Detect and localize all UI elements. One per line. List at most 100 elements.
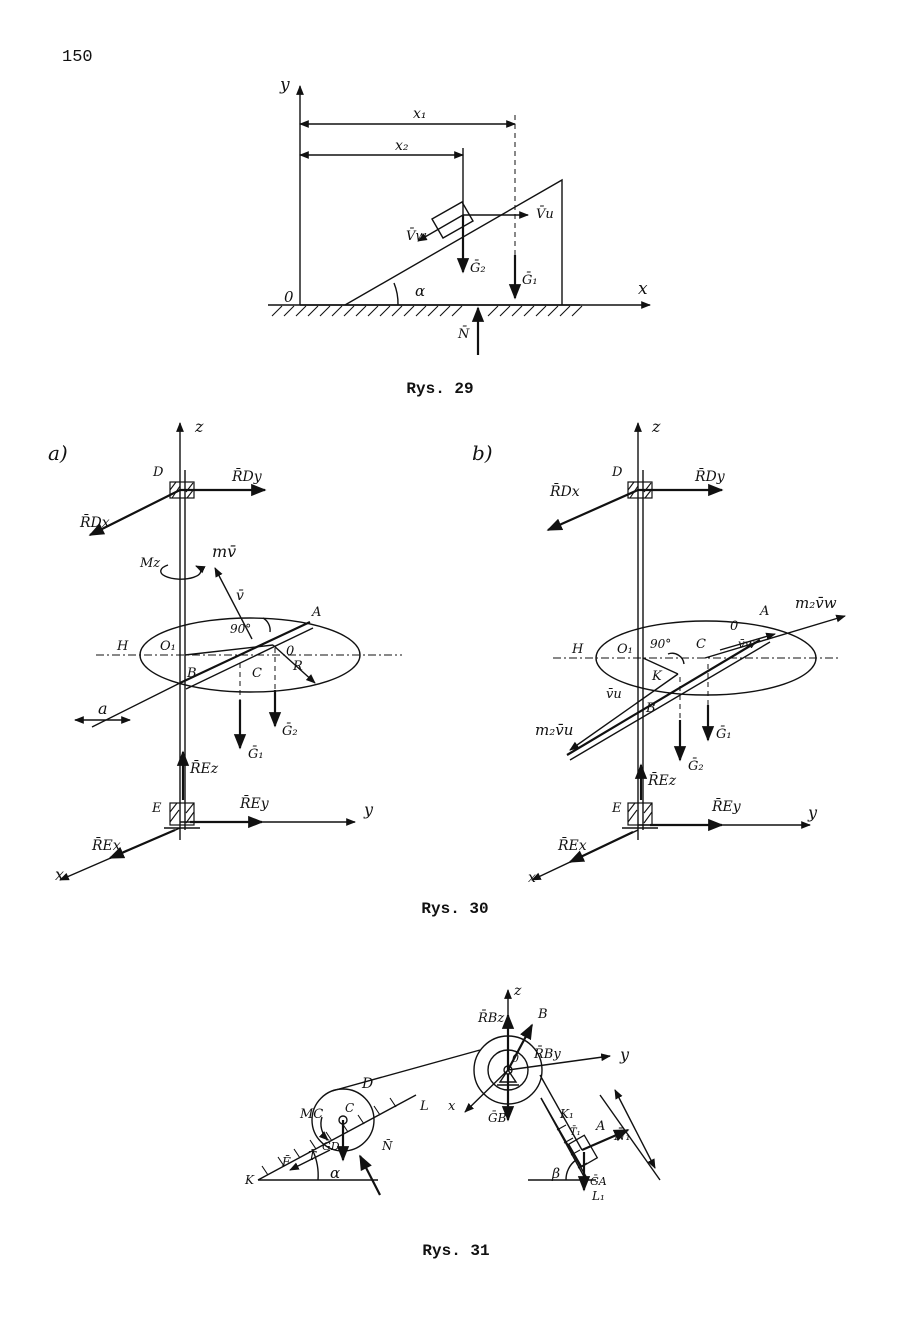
fig30a-label-h: H (116, 639, 129, 654)
fig31-label-t1: T̄₁ (570, 1126, 581, 1138)
fig30b-m2vu-arrow (569, 673, 679, 751)
fig31-label-a-pt: A (595, 1119, 605, 1134)
fig31-alpha-arc (312, 1150, 319, 1181)
fig31-f-arrow (289, 1149, 331, 1171)
fig30a-label-e: E (151, 801, 162, 816)
fig29-label-x2: x₂ (395, 138, 409, 154)
fig30b-label-x: x (528, 870, 536, 886)
fig29-label-g1: Ḡ₁ (522, 272, 538, 288)
fig31-y-axis (507, 1053, 611, 1071)
fig30a-label-d: D (152, 465, 164, 480)
fig30b-label-c: C (696, 637, 706, 652)
fig30a-label-a-dim: a (98, 699, 108, 718)
fig31-label-alpha: α (330, 1164, 340, 1182)
fig30a-label-o: 0 (286, 644, 294, 659)
fig30a-label-mz: Mz (139, 556, 160, 571)
fig30b-label-rdy: R̄Dy (694, 467, 726, 485)
fig30a-mz-arc (160, 564, 206, 580)
fig30b-label-z: z (651, 417, 661, 436)
fig31-label-ga: ḠA (590, 1174, 607, 1188)
fig30b-tag: b) (472, 441, 493, 465)
fig31-label-b: B (537, 1007, 548, 1022)
fig30b-label-m2vw: m₂v̄w (795, 594, 837, 612)
fig30b-label-b: B (645, 701, 656, 716)
fig31-label-z: z (513, 983, 522, 999)
fig30a-bearing-e (164, 802, 200, 829)
fig30a-label-x: x (55, 865, 64, 884)
fig30a-label-rdy: R̄Dy (231, 467, 263, 485)
fig29-label-x1: x₁ (413, 106, 427, 122)
fig31-right-incline-hatch (556, 1124, 588, 1169)
fig30a-rdx-arrow (88, 489, 181, 536)
fig30a-label-g1: Ḡ₁ (248, 746, 264, 762)
fig29-ground-hatch (271, 305, 583, 317)
fig29-vw-arrow (417, 214, 464, 242)
fig30a-mv-arrow (214, 567, 253, 640)
fig30b-label-a-pt: A (759, 604, 769, 619)
fig30b-label-h: H (571, 642, 584, 657)
fig29-label-origin: 0 (284, 288, 294, 306)
fig30b-label-rey: R̄Ey (711, 797, 742, 815)
fig29-label-x: x (638, 279, 648, 299)
fig30b-label-k: K (651, 669, 663, 684)
fig30a-label-a-pt: A (311, 605, 321, 620)
fig30a-label-rdx: R̄Dx (79, 513, 110, 531)
page-number: 150 (62, 48, 93, 67)
fig31-label-n: N̄ (381, 1138, 393, 1153)
fig30b-rdx-arrow (546, 488, 639, 532)
fig31-label-gd: ḠD (322, 1139, 340, 1153)
fig30a-label-rey: R̄Ey (239, 794, 270, 812)
fig29-label-g2: Ḡ₂ (470, 260, 486, 276)
fig30a-label-mv: mv̄ (212, 542, 236, 561)
fig31-label-rby: R̄By (533, 1046, 561, 1062)
fig31-label-rbz: R̄Bz (477, 1010, 504, 1026)
fig30b-label-rdx: R̄Dx (549, 482, 580, 500)
fig31-label-t: T̄ (308, 1148, 317, 1163)
fig30a-label-c: C (252, 666, 262, 681)
fig30a-label-rex: R̄Ex (91, 836, 121, 854)
fig31-label-n1: N̄₁ (613, 1128, 631, 1144)
fig30b-label-m2vu: m₂v̄u (535, 721, 573, 739)
fig31-label-l1: L₁ (591, 1189, 605, 1203)
fig31-label-l: L (419, 1099, 429, 1114)
fig30-caption: Rys. 30 (421, 900, 489, 918)
fig30a-label-z: z (194, 417, 204, 436)
fig29-label-alpha: α (415, 282, 425, 300)
fig30b-tube (566, 639, 761, 756)
fig30b-label-g1: Ḡ₁ (716, 726, 732, 742)
fig30b-label-vw: v̄w (738, 637, 756, 651)
fig30b-label-g2: Ḡ₂ (688, 758, 704, 774)
fig30b-label-y: y (807, 803, 818, 822)
fig30a-tag: a) (48, 441, 68, 465)
fig30a-label-b: B (186, 666, 197, 681)
fig30a-tube (179, 621, 311, 684)
fig29-wedge (344, 178, 563, 306)
fig31-label-f: F̄ (281, 1154, 291, 1169)
fig29-alpha-arc (393, 282, 399, 306)
fig29-caption: Rys. 29 (406, 380, 474, 398)
fig31-label-gb: ḠB (488, 1110, 507, 1125)
fig31-rby-arrow (507, 1023, 533, 1071)
fig31-mc-arc (318, 1116, 329, 1141)
fig31-beta-arc (565, 1159, 577, 1181)
fig30b-label-o: 0 (730, 619, 738, 634)
fig30a-label-o1: O₁ (160, 639, 176, 654)
fig31-label-k1: K₁ (559, 1107, 574, 1121)
fig31-label-mc: MC (299, 1107, 323, 1122)
fig30a-label-g2: Ḡ₂ (282, 723, 298, 739)
fig30b-label-rex: R̄Ex (557, 836, 587, 854)
fig30a-label-y: y (363, 800, 374, 819)
fig31-left-incline-hatch (261, 1097, 397, 1176)
fig30b-label-o1: O₁ (617, 642, 633, 657)
fig30a-label-rez: R̄Ez (189, 759, 219, 777)
fig30b-label-d: D (611, 465, 623, 480)
fig31-n-arrow (359, 1154, 381, 1196)
fig31-label-k: K (244, 1173, 255, 1187)
fig30b-label-rez: R̄Ez (647, 771, 677, 789)
fig31-caption: Rys. 31 (422, 1242, 490, 1260)
fig30b-label-e: E (611, 801, 622, 816)
fig29-label-vw: V̄w (406, 228, 427, 244)
fig31-label-d: D (361, 1076, 373, 1092)
fig29-block (431, 201, 474, 239)
